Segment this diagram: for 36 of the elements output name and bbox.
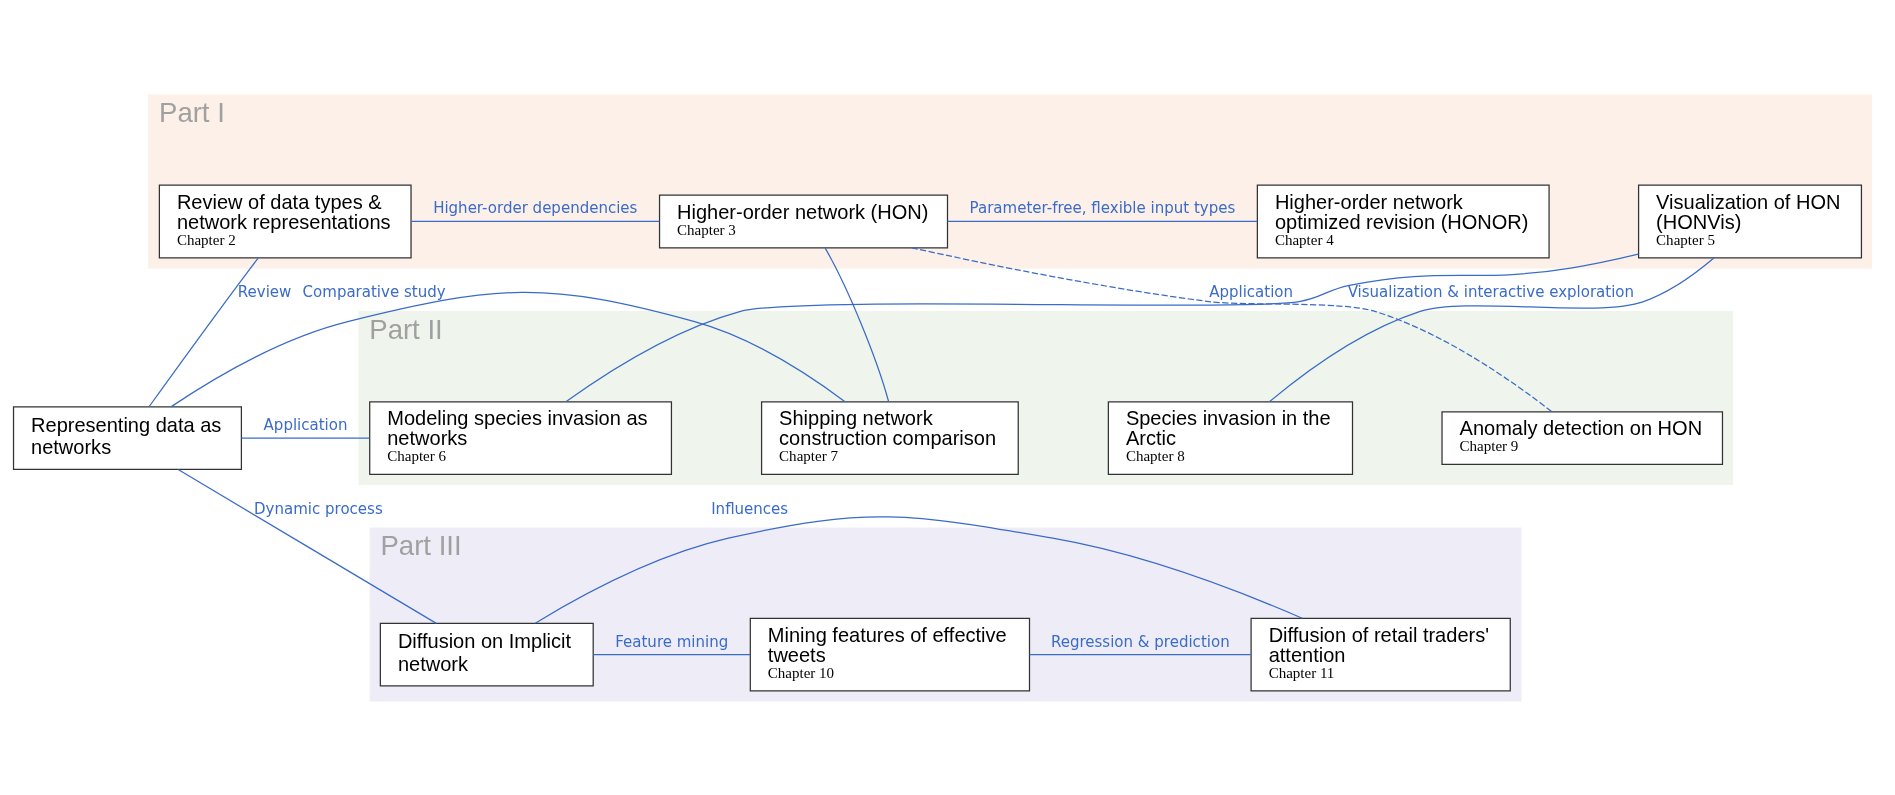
connector (565, 253, 1639, 402)
edge-label: Higher-order dependencies (433, 198, 638, 217)
connector (410, 220, 660, 222)
node-box: Higher-order network optimized revision (HONOR) Chapter 4 (1256, 184, 1550, 258)
connector (1028, 653, 1252, 655)
node-box: Species invasion in the Arctic Chapter 8 (1107, 400, 1354, 475)
node-box: Review of data types & network representations Chapter 2 (158, 184, 412, 258)
node-box: Diffusion of retail traders' attention Chapter 11 (1250, 617, 1511, 692)
connector (946, 220, 1258, 222)
connector (241, 436, 371, 439)
connector (534, 515, 1303, 624)
connector (170, 291, 846, 407)
edge-label: Regression & prediction (1050, 632, 1230, 651)
edge-label: Review (237, 282, 292, 301)
edge-label: Influences (711, 499, 789, 518)
edge-label: Application (263, 415, 348, 434)
connector (1268, 256, 1715, 402)
node-box: Anomaly detection on HON Chapter 9 (1441, 410, 1724, 465)
connector (911, 246, 1553, 412)
node-box: Diffusion on Implicit network (379, 622, 594, 687)
node-box: Higher-order network (HON) Chapter 3 (658, 194, 949, 248)
edge-label: Application (1209, 282, 1294, 301)
node-box: Representing data as networks (12, 405, 242, 470)
node-box: Mining features of effective tweets Chapter 10 (749, 617, 1031, 692)
connector (592, 653, 751, 655)
node-box: Visualization of HON (HONVis) Chapter 5 (1637, 184, 1863, 258)
edge-label: Parameter-free, flexible input types (969, 198, 1236, 217)
node-box: Shipping network construction comparison Chapter 7 (760, 400, 1019, 475)
edge-label: Visualization & interactive exploration (1347, 282, 1635, 301)
connector (824, 247, 890, 402)
edge-label: Comparative study (302, 282, 446, 301)
edge-label: Feature mining (615, 632, 729, 651)
connector (148, 256, 259, 407)
connector (177, 468, 437, 624)
node-box: Modeling species invasion as networks Chapter 6 (369, 400, 673, 475)
edge-label: Dynamic process (254, 499, 383, 518)
